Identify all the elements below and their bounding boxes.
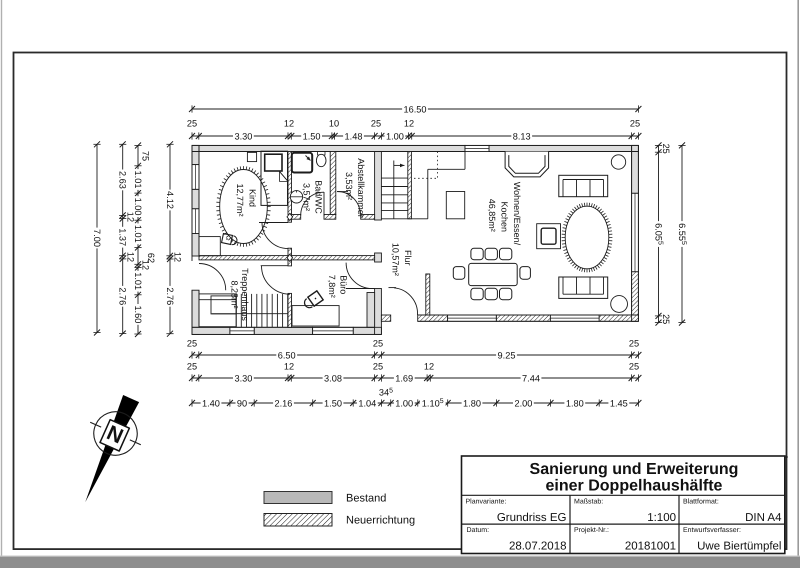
svg-text:1.48: 1.48 (345, 131, 363, 141)
svg-text:16.50: 16.50 (404, 104, 427, 114)
svg-text:Kind: Kind (247, 189, 257, 207)
svg-text:1.50: 1.50 (303, 131, 321, 141)
svg-text:12: 12 (424, 362, 434, 372)
svg-text:12: 12 (141, 260, 151, 270)
svg-text:1.01: 1.01 (133, 225, 143, 243)
svg-text:7.00: 7.00 (92, 229, 102, 247)
svg-text:Datum:: Datum: (467, 527, 490, 534)
svg-text:3.30: 3.30 (234, 373, 252, 383)
svg-text:3.30: 3.30 (234, 131, 252, 141)
svg-text:1.00: 1.00 (133, 198, 143, 216)
svg-text:2.00: 2.00 (514, 398, 532, 408)
svg-text:1.45: 1.45 (610, 398, 628, 408)
svg-text:1.60: 1.60 (133, 305, 143, 323)
svg-text:Uwe Biertümpfel: Uwe Biertümpfel (697, 541, 781, 553)
svg-text:25: 25 (187, 362, 197, 372)
svg-text:1.50: 1.50 (324, 398, 342, 408)
svg-text:1.80: 1.80 (566, 398, 584, 408)
svg-text:1.01: 1.01 (133, 272, 143, 290)
svg-text:Treppenhaus: Treppenhaus (240, 268, 250, 321)
svg-text:7,8m²: 7,8m² (327, 275, 337, 298)
svg-text:25: 25 (629, 339, 639, 349)
svg-text:1.105: 1.105 (422, 398, 444, 408)
svg-text:8,28m²: 8,28m² (230, 280, 240, 308)
svg-text:12: 12 (126, 252, 136, 262)
svg-text:Maßstab:: Maßstab: (574, 498, 603, 506)
svg-text:Flur: Flur (403, 250, 413, 266)
svg-text:12: 12 (284, 362, 294, 372)
svg-text:25: 25 (629, 362, 639, 372)
svg-text:10: 10 (329, 119, 339, 129)
svg-text:1:100: 1:100 (647, 512, 676, 524)
svg-text:25: 25 (661, 144, 671, 154)
svg-text:12: 12 (404, 119, 414, 129)
svg-text:1.80: 1.80 (463, 398, 481, 408)
svg-text:25: 25 (187, 339, 197, 349)
svg-text:6.055: 6.055 (654, 223, 664, 245)
svg-text:75: 75 (141, 151, 151, 161)
svg-text:Grundriss EG: Grundriss EG (497, 512, 567, 524)
svg-text:1.37: 1.37 (118, 228, 128, 246)
svg-text:1.69: 1.69 (395, 373, 413, 383)
svg-text:7.44: 7.44 (522, 373, 540, 383)
svg-text:3,57m²: 3,57m² (302, 183, 312, 211)
svg-text:4.12: 4.12 (165, 191, 175, 209)
svg-text:2.63: 2.63 (118, 171, 128, 189)
svg-text:9.25: 9.25 (498, 350, 516, 360)
svg-text:1.40: 1.40 (202, 398, 220, 408)
svg-text:8.13: 8.13 (513, 131, 531, 141)
svg-text:25: 25 (373, 339, 383, 349)
svg-text:Abstellkammer: Abstellkammer (356, 158, 366, 218)
svg-text:1.00: 1.00 (395, 398, 413, 408)
svg-text:2.76: 2.76 (118, 287, 128, 305)
svg-text:1.00: 1.00 (386, 131, 404, 141)
svg-text:12: 12 (284, 119, 294, 129)
svg-text:46,85m²: 46,85m² (487, 199, 497, 232)
svg-text:6.555: 6.555 (677, 223, 687, 245)
svg-text:3,53m²: 3,53m² (344, 172, 354, 200)
svg-text:12: 12 (126, 212, 136, 222)
svg-text:10,57m²: 10,57m² (391, 243, 401, 276)
svg-text:25: 25 (187, 119, 197, 129)
svg-text:28.07.2018: 28.07.2018 (509, 541, 567, 553)
svg-text:90: 90 (237, 398, 247, 408)
svg-text:Projekt-Nr.:: Projekt-Nr.: (574, 526, 609, 534)
svg-text:12: 12 (173, 252, 183, 262)
svg-text:Büro: Büro (339, 275, 349, 294)
svg-text:345: 345 (379, 387, 393, 397)
svg-text:Planvariante:: Planvariante: (466, 498, 507, 506)
svg-text:Neuerrichtung: Neuerrichtung (346, 515, 415, 527)
svg-text:25: 25 (371, 119, 381, 129)
svg-text:Bestand: Bestand (346, 493, 386, 505)
svg-text:12,77m²: 12,77m² (235, 183, 245, 216)
svg-text:Bad/WC: Bad/WC (314, 180, 324, 214)
svg-text:62: 62 (146, 253, 156, 263)
svg-text:1.04: 1.04 (358, 398, 376, 408)
svg-text:Sanierung und Erweiterung: Sanierung und Erweiterung (530, 461, 739, 478)
svg-text:25: 25 (373, 362, 383, 372)
svg-text:einer Doppelhaushälfte: einer Doppelhaushälfte (546, 478, 723, 495)
svg-text:2.16: 2.16 (274, 398, 292, 408)
svg-text:DIN A4: DIN A4 (745, 512, 782, 524)
svg-text:1.01: 1.01 (133, 171, 143, 189)
svg-text:20181001: 20181001 (625, 541, 676, 553)
svg-text:Entwurfsverfasser:: Entwurfsverfasser: (683, 526, 741, 534)
svg-text:25: 25 (661, 314, 671, 324)
svg-text:Wohnen/Essen/: Wohnen/Essen/ (512, 182, 522, 246)
svg-text:6.50: 6.50 (278, 350, 296, 360)
svg-text:Kochen: Kochen (500, 202, 510, 233)
svg-text:2.76: 2.76 (165, 287, 175, 305)
svg-text:25: 25 (630, 119, 640, 129)
svg-text:3.08: 3.08 (324, 373, 342, 383)
svg-text:Blattformat:: Blattformat: (683, 498, 719, 506)
